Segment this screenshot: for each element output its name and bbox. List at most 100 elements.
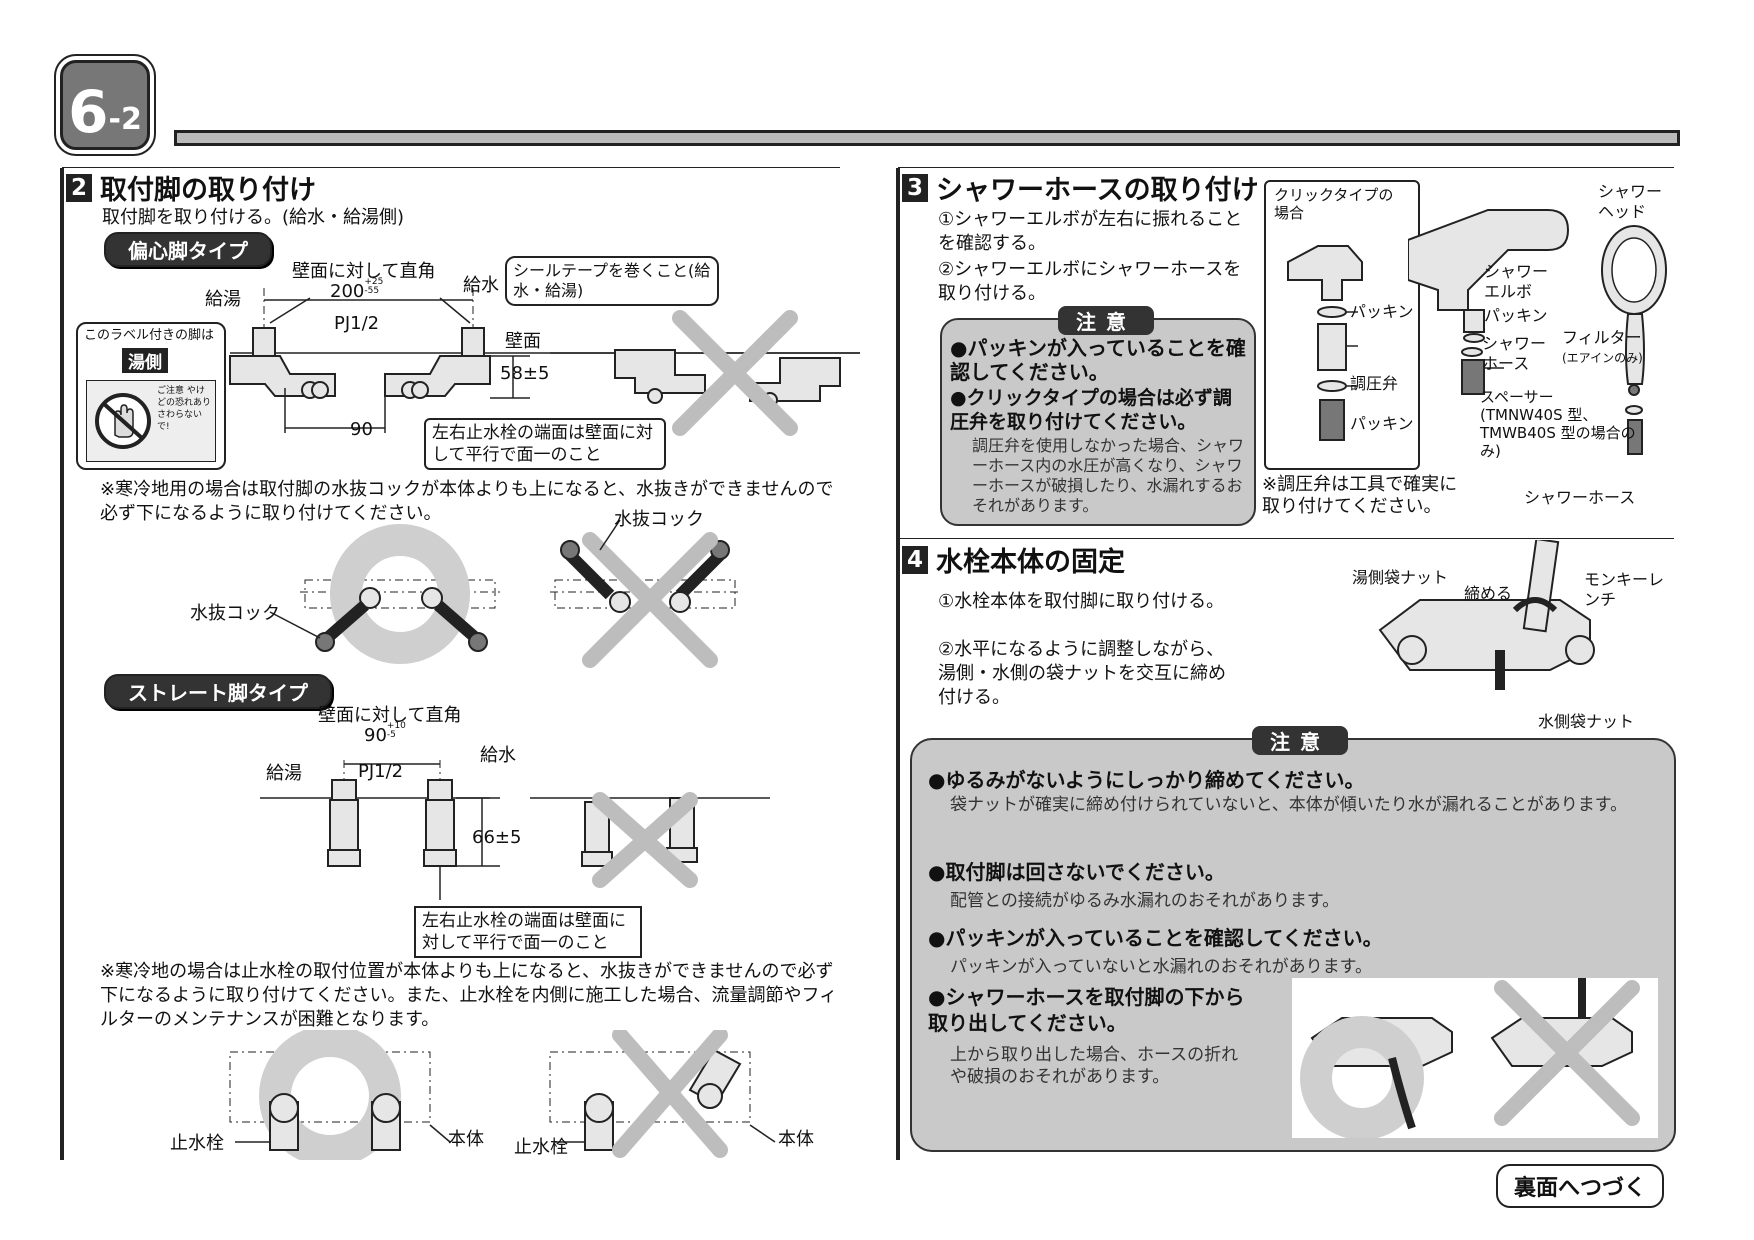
shower-hose-label-2: シャワーホース: [1524, 488, 1636, 507]
eccentric-leg-diagram: [229, 288, 860, 436]
dim-90b-value: 90: [364, 725, 387, 746]
section3-caution-1: ●パッキンが入っていることを確認してください。: [950, 336, 1246, 384]
packing-label-1: パッキン: [1350, 302, 1414, 321]
wrench-label: モンキーレンチ: [1584, 570, 1665, 609]
left-column-rule: [60, 168, 64, 1160]
section4-caution-box: 注意 ●ゆるみがないようにしっかり締めてください。 袋ナットが確実に締め付けられ…: [910, 726, 1676, 1152]
dim-90b: 90+10-5: [364, 722, 406, 748]
packing-label-3: パッキン: [1484, 306, 1548, 325]
straight-leg-diagram: [260, 760, 770, 900]
section3-heading: 3 シャワーホースの取り付け: [902, 168, 1259, 207]
shower-hose-label-1: シャワーホース: [1482, 334, 1547, 373]
label-box-text: このラベル付きの脚は: [84, 328, 215, 343]
section3-title: シャワーホースの取り付け: [936, 175, 1259, 206]
stop-valve-label-2: 止水栓: [514, 1137, 568, 1158]
section4-step2: ②水平になるように調整しながら、湯側・水側の袋ナットを交互に締め付ける。: [938, 639, 1226, 708]
shower-elbow-label: シャワーエルボ: [1484, 262, 1549, 301]
spacer-label-main: スペーサー: [1480, 388, 1554, 406]
perpendicular-label-2: 壁面に対して直角: [318, 705, 462, 726]
caution-4-body: 上から取り出した場合、ホースの折れや破損のおそれがあります。: [950, 1045, 1239, 1087]
flush-note-2: 左右止水栓の端面は壁面に対して平行で面一のこと: [414, 906, 642, 958]
caution-3-title: ●パッキンが入っていることを確認してください。: [928, 926, 1383, 950]
hot-nut-label: 湯側袋ナット: [1352, 568, 1449, 587]
body-label-1: 本体: [448, 1129, 484, 1150]
section4-title: 水栓本体の固定: [936, 547, 1125, 578]
packing-label-2: パッキン: [1350, 414, 1414, 433]
section4-number: 4: [902, 545, 928, 574]
pressure-valve-label: 調圧弁: [1350, 374, 1399, 393]
section3-step2: ②シャワーエルボにシャワーホースを取り付ける。: [938, 259, 1242, 304]
flush-note-1: 左右止水栓の端面は壁面に対して平行で面一のこと: [424, 418, 666, 470]
dim-200-tolerance: +25-55: [364, 278, 383, 296]
hot-label-1: 給湯: [205, 289, 241, 310]
caution-2-title: ●取付脚は回さないでください。: [928, 860, 1225, 884]
caution-2-body: 配管との接続がゆるみ水漏れのおそれがあります。: [950, 891, 1340, 911]
section3-caution-2: ●クリックタイプの場合は必ず調圧弁を取り付けてください。: [950, 387, 1232, 433]
section3-top-rule: [898, 167, 1674, 168]
faucet-tightening-diagram: [1378, 540, 1595, 690]
cold-label-1: 給水: [463, 275, 499, 296]
stop-valve-diagram: [229, 1030, 776, 1160]
click-type-parts-diagram: [1287, 245, 1363, 441]
perpendicular-label-1: 壁面に対して直角: [292, 261, 436, 282]
hot-side-badge: 湯側: [122, 348, 168, 373]
type1-pill: 偏心脚タイプ: [104, 232, 272, 267]
spacer-label: スペーサー (TMNW40S 型、TMWB40S 型の場合のみ): [1480, 388, 1640, 460]
section4-heading: 4 水栓本体の固定: [902, 540, 1125, 579]
hose-routing-diagram: [1292, 978, 1658, 1138]
dim-90b-tol-lower: -5: [386, 730, 396, 740]
right-column-rule: [896, 168, 900, 1160]
filter-label-main: フィルター: [1562, 328, 1642, 347]
section-subnumber: -2: [108, 102, 142, 137]
cold-label-2: 給水: [480, 745, 516, 766]
section2-number: 2: [66, 173, 92, 202]
section2-top-rule: [62, 167, 840, 168]
dim-200-tol-upper: +25: [364, 277, 384, 287]
click-type-label: クリックタイプの場合: [1274, 186, 1394, 222]
continue-on-back: 裏面へつづく: [1496, 1164, 1665, 1208]
section-badge: 6-2: [60, 60, 150, 150]
dim-66: 66±5: [472, 827, 522, 848]
caution-3-body: パッキンが入っていないと水漏れのおそれがあります。: [950, 957, 1372, 977]
section4-top-rule: [898, 538, 1674, 539]
seal-tape-note: シールテープを巻くこと(給水・給湯): [505, 256, 719, 306]
caution-4-title: ●シャワーホースを取付脚の下から取り出してください。: [928, 985, 1245, 1035]
shower-head-label: シャワーヘッド: [1598, 182, 1663, 221]
wall-label-1: 壁面: [505, 331, 541, 352]
section3-step1: ①シャワーエルボが左右に振れることを確認する。: [938, 209, 1243, 254]
dim-90b-tol-upper: +10: [386, 721, 406, 731]
section2-title: 取付脚の取り付け: [100, 175, 316, 206]
dim-90: 90: [350, 419, 373, 440]
type2-pill: ストレート脚タイプ: [104, 674, 332, 709]
cold-nut-label: 水側袋ナット: [1538, 712, 1635, 731]
caution-1-body: 袋ナットが確実に締め付けられていないと、本体が傾いたり水が漏れることがあります。: [950, 795, 1628, 815]
dim-200-tol-lower: -55: [364, 286, 380, 296]
caution-sticker: ご注意 やけどの恐れあり さわらないで!: [86, 380, 216, 462]
dim-200-value: 200: [330, 281, 365, 302]
body-label-2: 本体: [778, 1129, 814, 1150]
dim-90b-tolerance: +10-5: [387, 722, 406, 740]
section3-caution-label: 注意: [1058, 306, 1154, 335]
pressure-valve-note: ※調圧弁は工具で確実に取り付けてください。: [1262, 474, 1458, 517]
shower-assembly-diagram: [1408, 209, 1667, 455]
section3-caution-box: 注意 ●パッキンが入っていることを確認してください。 ●クリックタイプの場合は必…: [940, 306, 1256, 526]
cold-region-note-1: ※寒冷地用の場合は取付脚の水抜コックが本体よりも上になると、水抜きができませんの…: [100, 479, 834, 524]
pj-label-2: PJ1/2: [358, 761, 404, 782]
filter-label-sub: (エアインのみ): [1562, 351, 1643, 365]
tighten-label: 締める: [1464, 584, 1513, 603]
section-number: 6: [68, 78, 109, 146]
filter-label: フィルター (エアインのみ): [1562, 328, 1643, 368]
section2-heading: 2 取付脚の取り付け: [66, 168, 316, 207]
section3-caution-3: 調圧弁を使用しなかった場合、シャワーホース内の水圧が高くなり、シャワーホースが破…: [972, 436, 1245, 515]
click-type-inset: クリックタイプの場合 パッキン 調圧弁 パッキン: [1264, 180, 1420, 470]
stop-valve-label-1: 止水栓: [170, 1133, 224, 1154]
dim-58: 58±5: [500, 363, 550, 384]
hot-side-label-box: このラベル付きの脚は 湯側 ご注意 やけどの恐れあり さわらないで!: [76, 322, 226, 470]
hot-label-2: 給湯: [266, 763, 302, 784]
caution-sticker-text: ご注意 やけどの恐れあり さわらないで!: [157, 386, 212, 432]
section3-number: 3: [902, 173, 928, 202]
section4-step1: ①水栓本体を取付脚に取り付ける。: [938, 591, 1225, 612]
no-touch-icon: [95, 393, 151, 449]
section4-caution-label: 注意: [1252, 726, 1348, 755]
pj-label-1: PJ1/2: [334, 313, 380, 334]
